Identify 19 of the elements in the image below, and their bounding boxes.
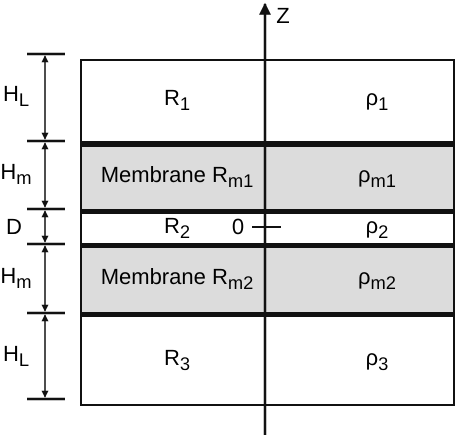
dimension-label: H$_{L}$ [2, 342, 30, 372]
region-label: R$_{1}$ [164, 86, 190, 116]
dimension-label: H$_{m}$ [0, 264, 32, 294]
region-label: Membrane R$_{m2}$ [100, 264, 254, 296]
dimension-label: H$_{m}$ [0, 160, 32, 190]
resistivity-label: ρ$_{3}$ [366, 345, 388, 376]
origin-label: 0 [232, 215, 244, 239]
dimension-label: H$_{L}$ [2, 82, 30, 112]
resistivity-label: ρ$_{2}$ [366, 213, 388, 244]
resistivity-label: ρ$_{1}$ [366, 86, 388, 116]
dimension-label: D [6, 215, 22, 239]
resistivity-label: ρ$_{m1}$ [358, 162, 396, 194]
region-label: R$_{2}$ [164, 213, 190, 244]
membrane-band [82, 248, 453, 312]
region-label: Membrane R$_{m1}$ [100, 162, 254, 194]
membrane-band [82, 147, 453, 209]
axis-label: Z [276, 4, 290, 28]
region-label: R$_{3}$ [164, 345, 190, 376]
resistivity-label: ρ$_{m2}$ [358, 264, 396, 296]
